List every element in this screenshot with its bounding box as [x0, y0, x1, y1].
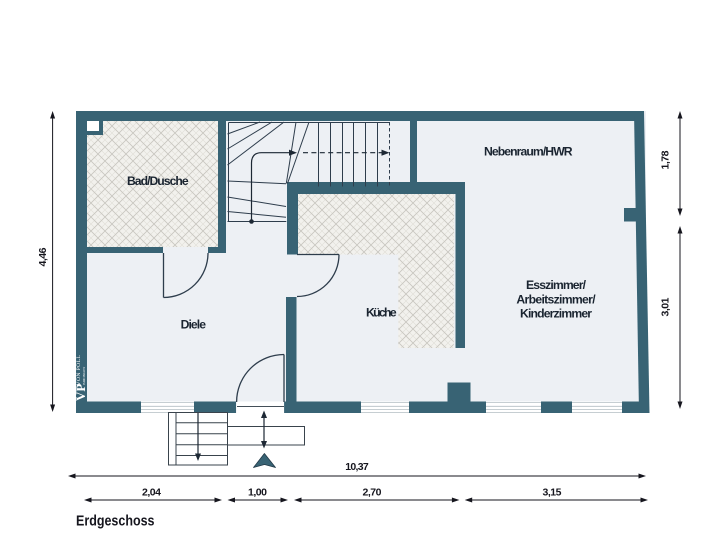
- svg-text:2,04: 2,04: [142, 487, 161, 499]
- svg-text:VON POLL: VON POLL: [76, 355, 82, 386]
- svg-text:Nebenraum/HWR: Nebenraum/HWR: [484, 145, 573, 159]
- svg-text:3,15: 3,15: [543, 487, 562, 499]
- svg-text:Bad/Dusche: Bad/Dusche: [127, 174, 189, 188]
- svg-text:Esszimmer/: Esszimmer/: [526, 278, 587, 292]
- svg-text:10,37: 10,37: [345, 461, 369, 473]
- svg-text:Erdgeschoss: Erdgeschoss: [76, 513, 155, 530]
- svg-text:2,70: 2,70: [363, 487, 382, 499]
- svg-text:1,78: 1,78: [660, 150, 672, 169]
- svg-text:VP: VP: [73, 384, 88, 401]
- svg-text:IMMOBILIEN: IMMOBILIEN: [82, 366, 86, 385]
- svg-text:4,46: 4,46: [37, 247, 49, 266]
- svg-text:Diele: Diele: [181, 318, 207, 332]
- svg-text:3,01: 3,01: [660, 297, 672, 316]
- svg-text:Küche: Küche: [366, 306, 397, 320]
- svg-text:Kinderzimmer: Kinderzimmer: [520, 307, 592, 321]
- svg-text:1,00: 1,00: [248, 487, 267, 499]
- svg-text:Arbeitszimmer/: Arbeitszimmer/: [516, 292, 596, 306]
